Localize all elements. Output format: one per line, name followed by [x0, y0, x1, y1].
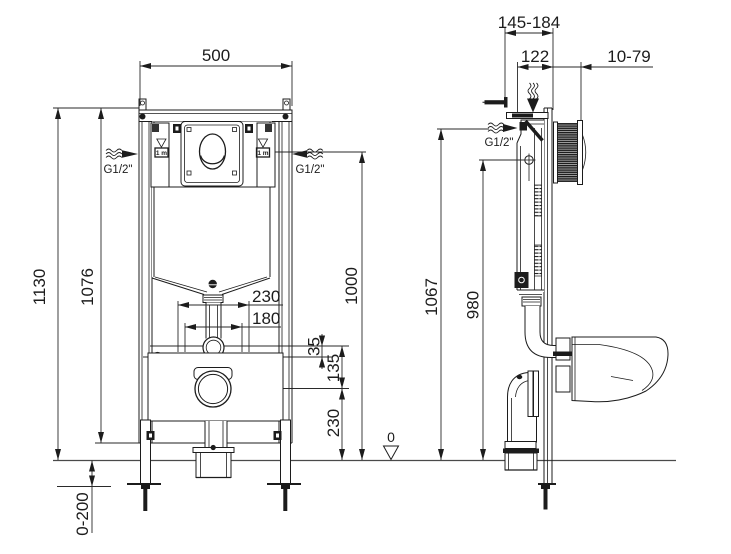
- dim-overall-height: 1130: [30, 269, 49, 306]
- supply-arrow-icon: [292, 150, 307, 158]
- dim-width: 500: [202, 46, 230, 65]
- supply-right: G1/2": [292, 148, 325, 176]
- dim-hole-spacing-outer: 230: [252, 287, 280, 306]
- supply-arrow-icon: [503, 124, 518, 132]
- supply-thread-label: G1/2": [103, 164, 132, 176]
- internal-lever: [524, 119, 544, 142]
- side-view: G1/2": [422, 13, 669, 510]
- dim-frame-height: 1076: [78, 268, 97, 306]
- dim-fixing-height: 980: [464, 291, 483, 319]
- dim-drain-height: 230: [324, 409, 343, 437]
- inlet-valve: [519, 122, 527, 131]
- flush-elbow-side: [521, 296, 556, 358]
- flush-pipe-front: [202, 294, 225, 359]
- wall-bracket: [482, 82, 549, 119]
- dim-depth-overall: 145-184: [498, 13, 560, 32]
- dim-foot-range: 0-200: [73, 492, 92, 535]
- supply-left: G1/2": [103, 148, 138, 176]
- flush-valve-cap: [208, 279, 217, 289]
- front-view: 1 m 1 m: [30, 46, 400, 536]
- water-level-icon: [156, 138, 167, 149]
- adjustable-feet: [127, 419, 301, 511]
- level-panel-left: 1 m: [150, 122, 170, 188]
- water-level-icon: [257, 138, 269, 149]
- drain-assembly-front: [147, 352, 284, 479]
- supply-arrow-icon: [122, 150, 138, 158]
- side-dimensions: 145-184 122 10-79 1067 980: [422, 13, 653, 460]
- supply-side: G1/2": [484, 122, 518, 149]
- anchor-bolt-icon: [141, 485, 150, 489]
- flex-hose-icon: [527, 82, 539, 100]
- bracket-screw-icon: [484, 100, 505, 105]
- level-mark-label: 1 m: [257, 150, 268, 157]
- corner-clip-icon: [152, 124, 159, 132]
- datum-marker: 0: [382, 429, 400, 461]
- drain-elbow-side: [503, 370, 539, 471]
- dim-frame-depth: 122: [521, 47, 549, 66]
- cistern-side: [514, 119, 544, 295]
- anchor-bolt-icon: [541, 485, 550, 489]
- flush-plate: [180, 121, 244, 187]
- rail-foot-side: [538, 483, 556, 510]
- flex-hose-icon: [306, 148, 324, 160]
- hose-arrow-icon: [527, 98, 539, 113]
- flex-hose-icon: [105, 148, 123, 160]
- flush-button-icon: [198, 133, 227, 170]
- actuator-wall-box: [553, 120, 587, 185]
- dim-flush-level: 1000: [342, 267, 361, 305]
- level-mark-label: 1 m: [156, 150, 167, 157]
- datum-triangle-icon: [382, 445, 400, 461]
- frame-rail-side: [543, 107, 553, 483]
- flex-hose-icon: [487, 122, 505, 134]
- supply-thread-label: G1/2": [484, 137, 513, 149]
- dim-wall-range: 10-79: [607, 47, 650, 66]
- toilet-bowl: [571, 336, 669, 403]
- datum-label: 0: [387, 429, 395, 445]
- cistern-clip-icon: [514, 272, 529, 288]
- anchor-bolt-icon: [281, 485, 290, 489]
- dim-hole-spacing-inner: 180: [252, 309, 280, 328]
- flush-button-split: [199, 155, 226, 165]
- cistern-front: [151, 121, 272, 295]
- supply-thread-label: G1/2": [295, 164, 324, 176]
- dim-pipe-offset: 35: [305, 337, 324, 356]
- front-dimensions: 500 1130 1076 230 180 35 135 230: [30, 46, 400, 536]
- corner-clip-icon: [265, 124, 272, 132]
- dim-inlet-height: 1067: [422, 278, 441, 316]
- frame-top-crossbar: [138, 98, 293, 122]
- dim-drain-offset: 135: [324, 354, 343, 382]
- level-panel-right: 1 m: [255, 122, 276, 188]
